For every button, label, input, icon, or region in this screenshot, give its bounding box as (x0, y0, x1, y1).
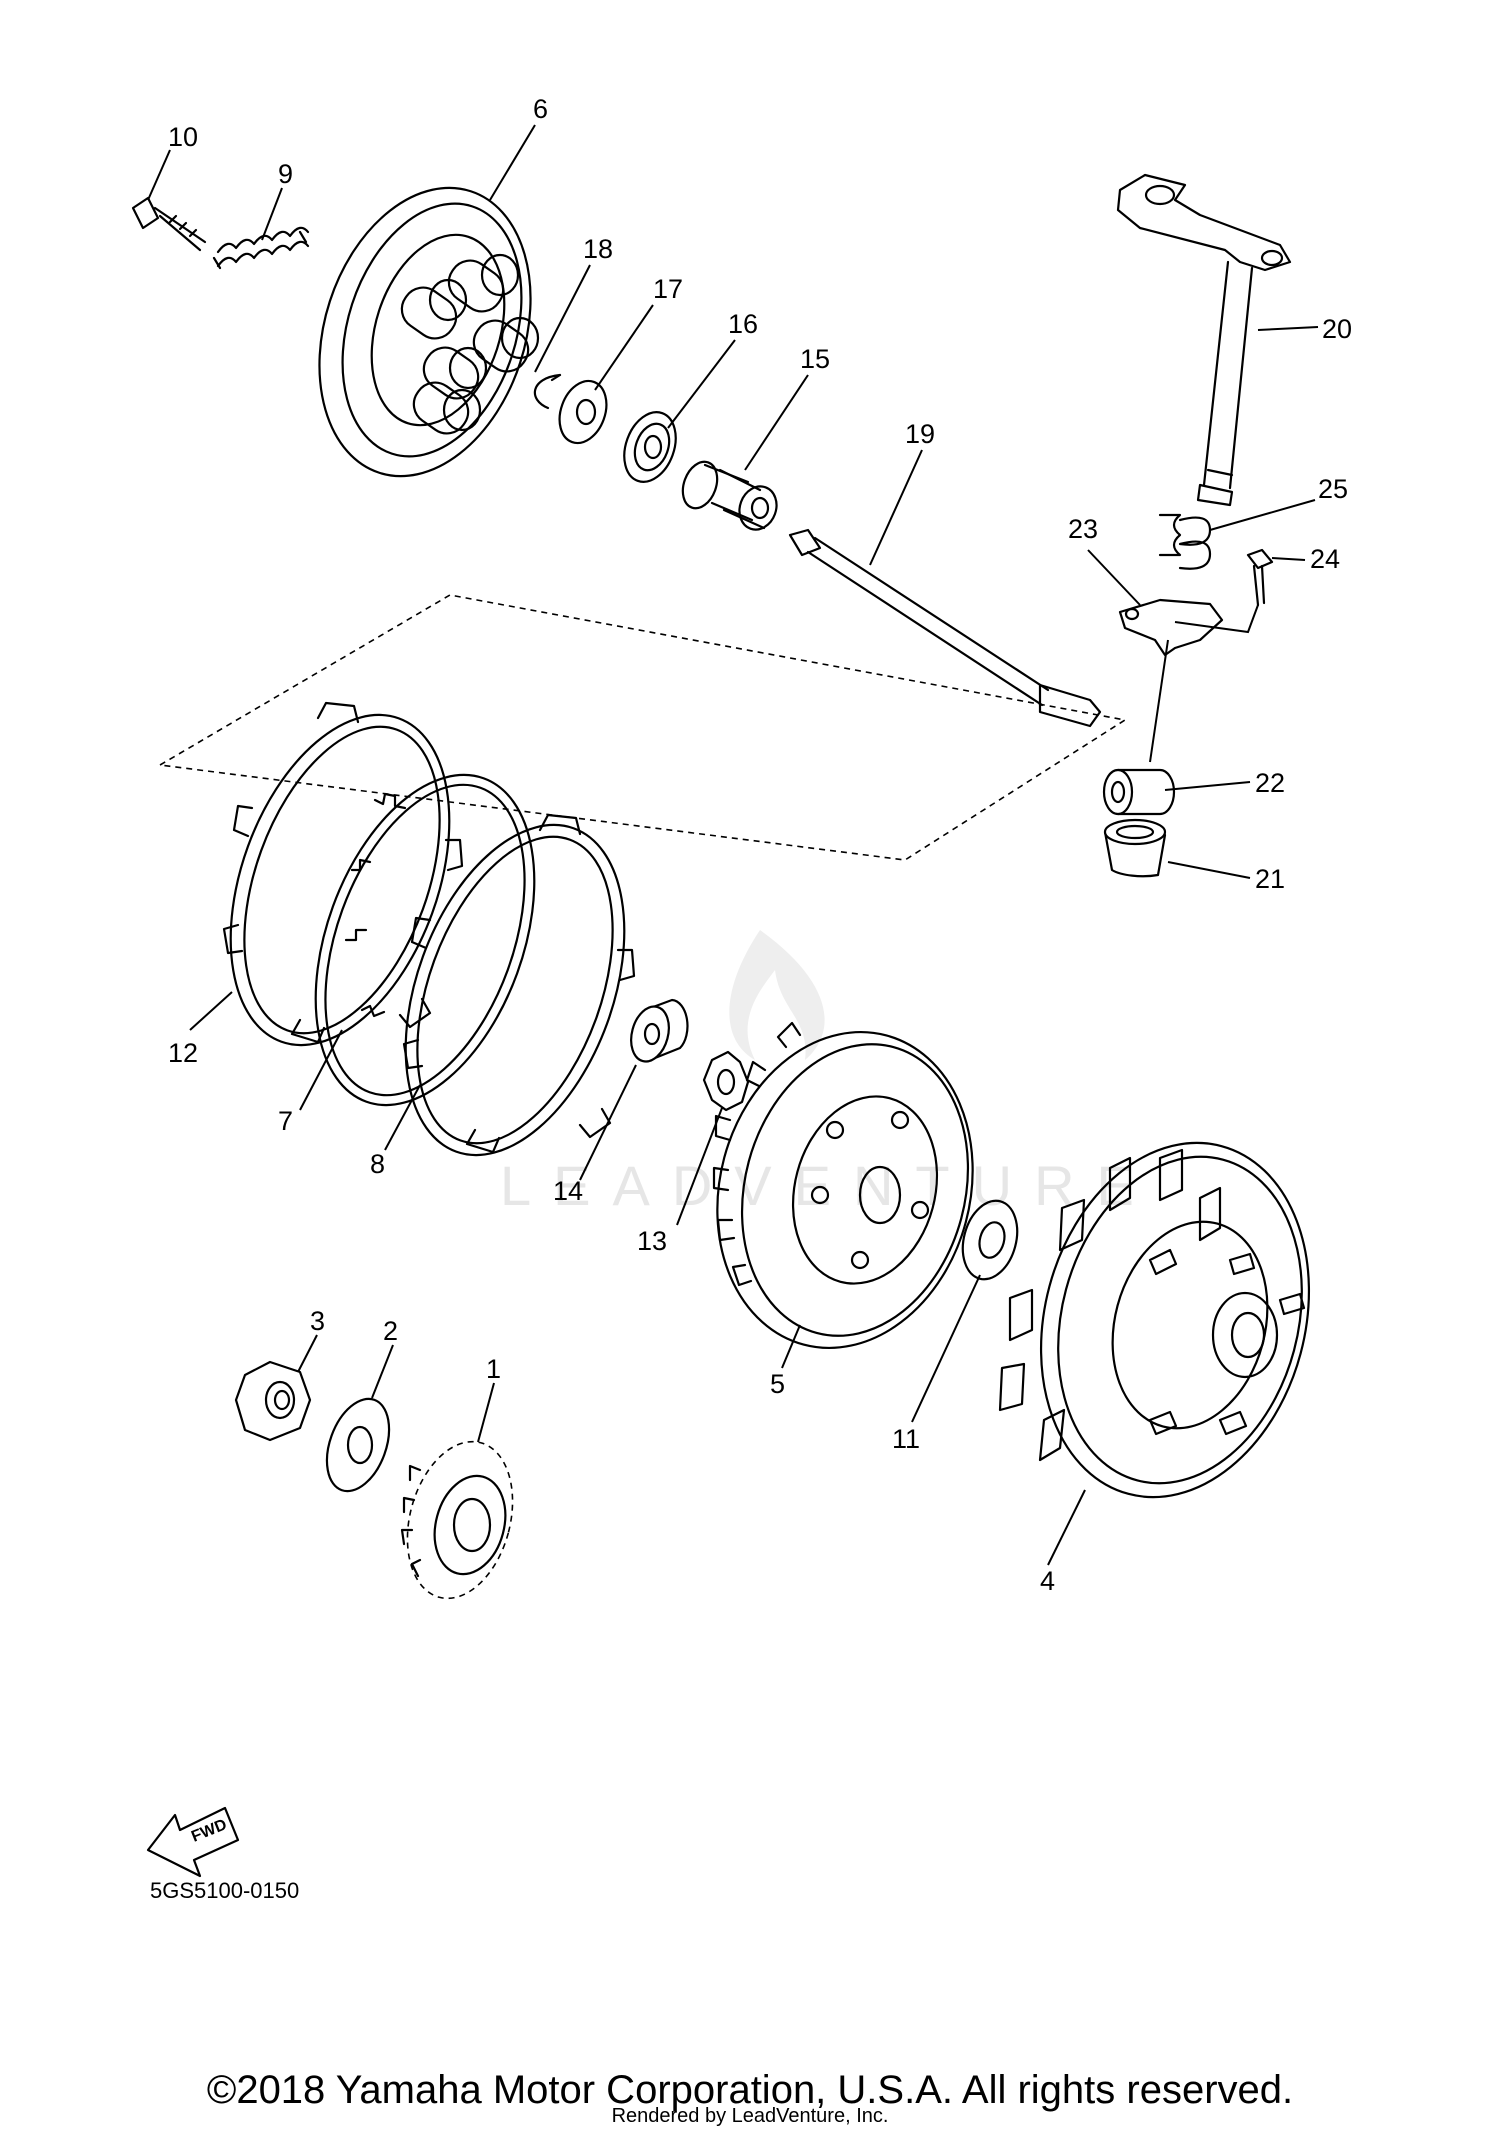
part-6-pressure-plate (318, 186, 540, 478)
callout-8: 8 (370, 1149, 385, 1179)
watermark: LEADVENTURE (500, 930, 1156, 1217)
part-2-washer (325, 1397, 391, 1493)
callout-21: 21 (1255, 864, 1285, 894)
leader-lines (147, 124, 1319, 1566)
part-3-nut (234, 1360, 312, 1442)
part-8-friction-plate (402, 813, 636, 1157)
part-14-collar (630, 998, 689, 1063)
callout-5: 5 (770, 1369, 785, 1399)
fwd-label: FWD (189, 1816, 229, 1845)
diagram-code: 5GS5100-0150 (150, 1878, 299, 1903)
part-20-lever-shaft (1116, 173, 1292, 507)
callout-11: 11 (892, 1424, 920, 1454)
part-9-spring (212, 226, 310, 270)
callout-15: 15 (800, 344, 830, 374)
part-22-oil-seal (1102, 768, 1176, 816)
part-16-bearing (623, 411, 677, 483)
part-17-washer (558, 379, 608, 445)
callout-17: 17 (653, 274, 683, 304)
part-7-clutch-plate (314, 773, 536, 1107)
part-25-spring (1158, 513, 1212, 570)
callout-7: 7 (278, 1106, 293, 1136)
part-13-lock-washer (702, 1050, 750, 1112)
callout-12: 12 (168, 1038, 198, 1068)
part-12-friction-plate (222, 701, 464, 1047)
watermark-text: LEADVENTURE (500, 1154, 1156, 1217)
callout-16: 16 (728, 309, 758, 339)
callout-14: 14 (553, 1176, 583, 1206)
part-24-bolt (1246, 548, 1274, 607)
callout-25: 25 (1318, 474, 1348, 504)
callout-3: 3 (310, 1306, 325, 1336)
callout-13: 13 (637, 1226, 667, 1256)
rendered-by-credit: Rendered by LeadVenture, Inc. (611, 2105, 889, 2127)
callout-20: 20 (1322, 314, 1352, 344)
callout-19: 19 (905, 419, 935, 449)
part-23-stopper-plate (1118, 598, 1224, 657)
part-11-thrust-washer (961, 1199, 1019, 1281)
part-4-clutch-housing (998, 1141, 1311, 1499)
callout-6: 6 (533, 94, 548, 124)
callout-18: 18 (583, 234, 613, 264)
copyright-notice: ©2018 Yamaha Motor Corporation, U.S.A. A… (206, 2068, 1294, 2112)
callout-23: 23 (1068, 514, 1098, 544)
part-19-push-rod (788, 528, 1102, 728)
plate-group-box (157, 594, 1128, 861)
part-10-bolt (131, 196, 207, 252)
part-5-clutch-boss (712, 1021, 974, 1349)
callout-22: 22 (1255, 768, 1285, 798)
part-1-drive-gear (400, 1440, 514, 1600)
part-18-circlip (533, 373, 562, 410)
callout-24: 24 (1310, 544, 1340, 574)
callout-9: 9 (278, 159, 293, 189)
callout-numbers: 10 9 6 18 17 16 15 19 20 25 24 23 22 21 … (168, 94, 1352, 1596)
part-21-bearing (1103, 818, 1167, 878)
callout-10: 10 (168, 122, 198, 152)
fwd-arrow-icon: FWD (146, 1806, 240, 1878)
callout-2: 2 (383, 1316, 398, 1346)
callout-4: 4 (1040, 1566, 1055, 1596)
part-15-push-rod (681, 460, 778, 531)
callout-1: 1 (486, 1354, 501, 1384)
